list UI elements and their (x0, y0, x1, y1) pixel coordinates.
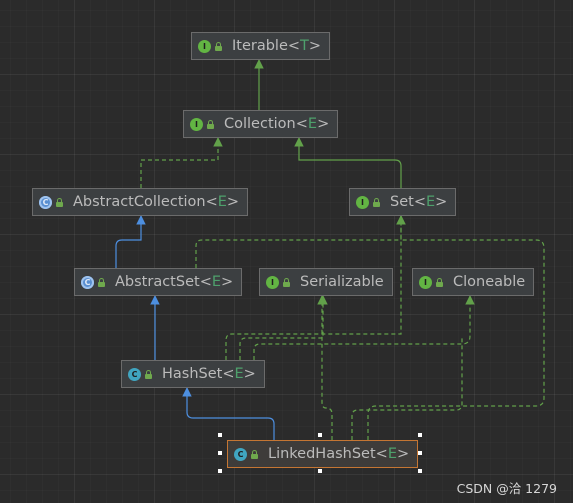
selection-handle[interactable] (418, 451, 422, 455)
public-lock-icon (250, 449, 259, 459)
edge-abstractset-abstractcollection (115, 215, 146, 268)
selection-handle[interactable] (218, 469, 222, 473)
selection-handle[interactable] (418, 469, 422, 473)
node-hashset[interactable]: C HashSet<E> (121, 360, 265, 388)
selection-handle[interactable] (218, 433, 222, 437)
public-lock-icon (435, 277, 444, 287)
public-lock-icon (97, 277, 106, 287)
edge-hashset-cloneable (253, 295, 475, 360)
node-abstract-collection[interactable]: C AbstractCollection<E> (32, 188, 249, 216)
class-icon: C (234, 447, 247, 461)
public-lock-icon (206, 119, 215, 129)
public-lock-icon (55, 197, 64, 207)
interface-icon: I (356, 195, 369, 209)
public-lock-icon (282, 277, 291, 287)
selection-handle[interactable] (418, 433, 422, 437)
node-linkedhashset-label: LinkedHashSet<E> (268, 446, 410, 462)
node-collection[interactable]: I Collection<E> (183, 110, 339, 138)
interface-icon: I (419, 275, 432, 289)
edge-hashset-serializable (239, 295, 328, 360)
abstract-class-icon: C (39, 195, 52, 209)
edge-abstractset-set (195, 215, 406, 268)
public-lock-icon (214, 41, 223, 51)
node-serializable[interactable]: I Serializable (259, 268, 393, 296)
node-iterable[interactable]: I Iterable<T> (191, 32, 331, 60)
node-serializable-label: Serializable (300, 274, 384, 290)
node-set-label: Set<E> (390, 194, 448, 210)
node-hashset-label: HashSet<E> (162, 366, 256, 382)
public-lock-icon (144, 369, 153, 379)
edge-abstractcollection-collection (140, 137, 223, 188)
node-cloneable-label: Cloneable (453, 274, 526, 290)
node-abstract-set[interactable]: C AbstractSet<E> (74, 268, 243, 296)
interface-icon: I (198, 39, 211, 53)
node-collection-label: Collection<E> (224, 116, 330, 132)
node-abstract-set-label: AbstractSet<E> (115, 274, 234, 290)
selection-handle[interactable] (318, 469, 322, 473)
edge-linkedhashset-serializable (317, 295, 333, 440)
node-set[interactable]: I Set<E> (349, 188, 457, 216)
node-linkedhashset[interactable]: C LinkedHashSet<E> (227, 440, 419, 468)
edge-linkedhashset-set (367, 239, 545, 440)
class-icon: C (128, 367, 141, 381)
node-iterable-label: Iterable<T> (232, 38, 322, 54)
edge-set-collection (294, 137, 402, 188)
interface-icon: I (190, 117, 203, 131)
node-cloneable[interactable]: I Cloneable (412, 268, 535, 296)
selection-handle[interactable] (318, 433, 322, 437)
node-abstract-collection-label: AbstractCollection<E> (73, 194, 240, 210)
abstract-class-icon: C (81, 275, 94, 289)
watermark: CSDN @洽 1279 (456, 481, 557, 496)
edge-hashset-set (225, 215, 406, 360)
public-lock-icon (372, 197, 381, 207)
selection-handle[interactable] (218, 451, 222, 455)
edge-linkedhashset-hashset (182, 387, 275, 440)
interface-icon: I (266, 275, 279, 289)
